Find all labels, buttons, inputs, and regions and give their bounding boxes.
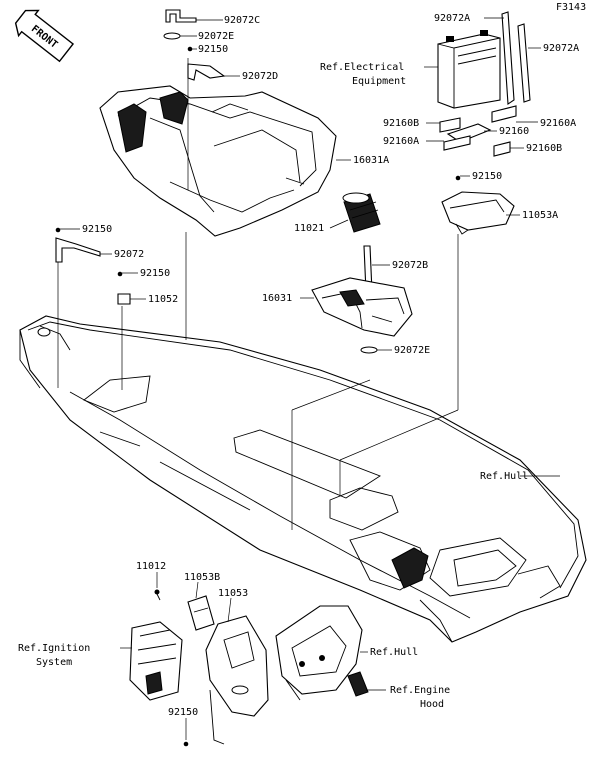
- clip-11052: [117, 293, 131, 305]
- label-ref-ignition-line1: Ref.Ignition: [18, 643, 90, 654]
- battery: [437, 30, 501, 109]
- screw-92150-top: [187, 46, 193, 52]
- holder-16031: [311, 277, 413, 337]
- label-ref-hull-lower: Ref.Hull: [370, 647, 418, 658]
- label-11012: 11012: [136, 561, 166, 572]
- label-92160B-left: 92160B: [383, 118, 419, 129]
- label-ref-ignition-line2: System: [36, 657, 72, 668]
- label-92072B: 92072B: [392, 260, 428, 271]
- label-92160B-right: 92160B: [526, 143, 562, 154]
- engine-hood-latch: [347, 671, 369, 697]
- label-ref-electrical-line2: Equipment: [352, 76, 406, 87]
- pad-92160A-left: [443, 135, 471, 151]
- label-92150-top: 92150: [198, 44, 228, 55]
- label-92072D: 92072D: [242, 71, 278, 82]
- strap-92072A-left: [501, 11, 515, 105]
- figure-code: F3143: [556, 2, 586, 13]
- main-hull: [19, 315, 587, 643]
- label-92072E-top: 92072E: [198, 31, 234, 42]
- label-92160: 92160: [499, 126, 529, 137]
- pad-92160A-right: [491, 105, 517, 123]
- grommet-92072E-mid: [360, 346, 378, 354]
- label-ref-hull-main: Ref.Hull: [480, 471, 528, 482]
- label-92160A-left: 92160A: [383, 136, 419, 147]
- label-11053A: 11053A: [522, 210, 558, 221]
- label-16031: 16031: [262, 293, 292, 304]
- pad-92160B-left: [439, 117, 461, 133]
- label-16031A: 16031A: [353, 155, 389, 166]
- screw-92150-bottom: [183, 741, 189, 747]
- leader-lines: [57, 17, 560, 740]
- cylinder-11021: [342, 192, 381, 233]
- battery-case-11053A: [441, 191, 515, 235]
- label-92072E-mid: 92072E: [394, 345, 430, 356]
- strap-92072D: [187, 63, 226, 81]
- ignition-box: [129, 621, 183, 701]
- strap-92072A-right: [517, 23, 531, 103]
- label-11053B: 11053B: [184, 572, 220, 583]
- label-92072C: 92072C: [224, 15, 260, 26]
- screw-11012: [154, 589, 161, 601]
- label-11021: 11021: [294, 223, 324, 234]
- label-92150-left: 92150: [82, 224, 112, 235]
- bracket-11053: [205, 615, 269, 745]
- strap-92072: [55, 237, 101, 263]
- label-ref-engine-line2: Hood: [420, 699, 444, 710]
- label-92072A-right: 92072A: [543, 43, 579, 54]
- label-11052: 11052: [148, 294, 178, 305]
- pad-92160B-right: [493, 141, 511, 157]
- hull-lower-section: [275, 605, 363, 701]
- label-92150-right: 92150: [472, 171, 502, 182]
- label-92072A-left: 92072A: [434, 13, 470, 24]
- label-11053: 11053: [218, 588, 248, 599]
- label-ref-engine-line1: Ref.Engine: [390, 685, 450, 696]
- label-92160A-right: 92160A: [540, 118, 576, 129]
- grommet-92072E-top: [163, 32, 181, 40]
- label-92150-mid: 92150: [140, 268, 170, 279]
- screw-92150-left: [55, 227, 61, 233]
- front-arrow-badge: FRONT: [14, 9, 75, 63]
- label-92150-bottom: 92150: [168, 707, 198, 718]
- screw-92150-right: [455, 175, 461, 181]
- screw-92150-mid: [117, 271, 123, 277]
- label-ref-electrical-line1: Ref.Electrical: [320, 62, 404, 73]
- callout-labels: 92072C 92072E 92150 92072D 16031A 92072A…: [18, 13, 579, 718]
- deck-tray-16031A: [99, 85, 337, 237]
- label-92072: 92072: [114, 249, 144, 260]
- bracket-11053B: [187, 595, 215, 631]
- strap-92072C: [165, 9, 197, 23]
